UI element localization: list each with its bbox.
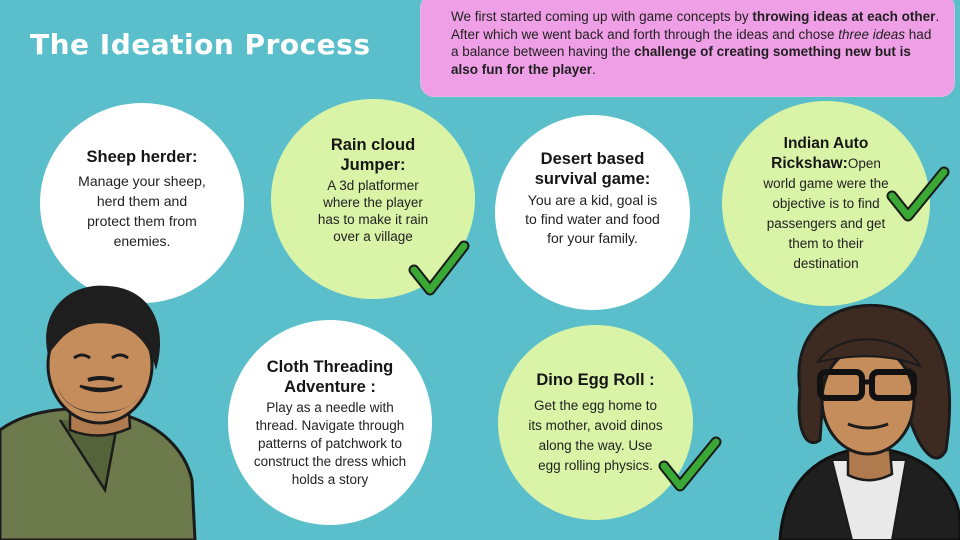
idea-circle-desert-survival: Desert based survival game: You are a ki… — [495, 115, 690, 310]
idea-description: A 3d platformer where the player has to … — [317, 178, 429, 244]
idea-description: Manage your sheep, herd them and protect… — [78, 173, 206, 249]
idea-circle-dino-egg-roll: Dino Egg Roll : Get the egg home to its … — [498, 325, 693, 520]
idea-circle-rain-cloud-jumper: Rain cloud Jumper: A 3d platformer where… — [271, 99, 475, 299]
checkmark-icon — [658, 436, 722, 492]
intro-bold-2: challenge of creating something new but … — [451, 44, 911, 77]
idea-title: Dino Egg Roll : — [536, 370, 655, 389]
intro-bold-1: throwing ideas at each other — [752, 9, 936, 24]
idea-description: You are a kid, goal is to find water and… — [525, 192, 660, 246]
idea-circle-sheep-herder: Sheep herder: Manage your sheep, herd th… — [40, 103, 244, 303]
intro-text-box: We first started coming up with game con… — [420, 0, 955, 97]
character-illustration-left — [0, 285, 197, 540]
idea-title: Indian Auto Rickshaw:Open world game wer… — [763, 134, 889, 271]
checkmark-icon — [886, 166, 950, 222]
idea-description: Get the egg home to its mother, avoid di… — [528, 397, 663, 473]
intro-text: We first started coming up with game con… — [451, 9, 753, 24]
checkmark-icon — [408, 240, 470, 296]
idea-title: Desert based survival game: — [534, 150, 651, 188]
intro-italic: three ideas — [838, 26, 906, 42]
idea-circle-cloth-threading: Cloth Threading Adventure : Play as a ne… — [228, 320, 432, 525]
slide-title: The Ideation Process — [30, 28, 371, 61]
idea-title: Cloth Threading Adventure : — [266, 357, 394, 396]
idea-title: Sheep herder: — [86, 148, 198, 166]
idea-description: Open world game were the objective is to… — [763, 155, 889, 271]
idea-description: Play as a needle with thread. Navigate t… — [253, 399, 407, 487]
character-illustration-right — [778, 304, 960, 540]
idea-title: Rain cloud Jumper: — [330, 136, 416, 174]
